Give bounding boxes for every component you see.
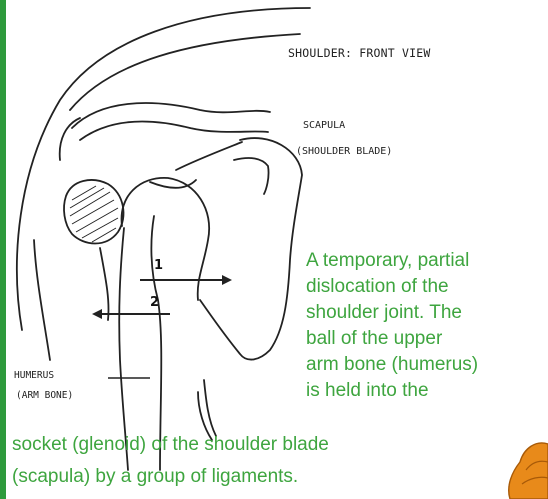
arrow-1-head xyxy=(222,275,232,285)
scapula-outline xyxy=(200,138,302,359)
arrow-2-label: 2 xyxy=(150,295,159,310)
description-line-1: A temporary, partial xyxy=(306,248,469,274)
mascot-icon xyxy=(509,443,548,499)
diagram-title: SHOULDER: FRONT VIEW xyxy=(288,46,430,60)
humeral-head-outline xyxy=(122,178,210,300)
left-arm-line xyxy=(34,240,50,360)
description-line-2: dislocation of the xyxy=(306,274,449,300)
humerus-common-label: (ARM BONE) xyxy=(16,390,73,401)
description-line-5: arm bone (humerus) xyxy=(306,352,478,378)
acromion-lower xyxy=(80,122,268,140)
description-line-6: is held into the xyxy=(306,378,429,404)
glenoid-hatching xyxy=(70,186,118,242)
description-line-3: shoulder joint. The xyxy=(306,300,462,326)
outer-contour-line xyxy=(17,8,310,330)
arrow-1-label: 1 xyxy=(154,258,163,273)
scapula-common-label: (SHOULDER BLADE) xyxy=(296,146,392,157)
description-line-4: ball of the upper xyxy=(306,326,442,352)
scapula-coracoid xyxy=(176,142,242,170)
humerus-neck xyxy=(100,248,109,320)
scapula-inner-line xyxy=(234,158,269,194)
arrow-2-head xyxy=(92,309,102,319)
humerus-label: HUMERUS xyxy=(14,370,54,381)
description-line-8: (scapula) by a group of ligaments. xyxy=(12,464,298,490)
description-line-7: socket (glenoid) of the shoulder blade xyxy=(12,432,329,458)
scapula-label: SCAPULA xyxy=(303,120,345,131)
shoulder-top-line xyxy=(70,34,300,110)
